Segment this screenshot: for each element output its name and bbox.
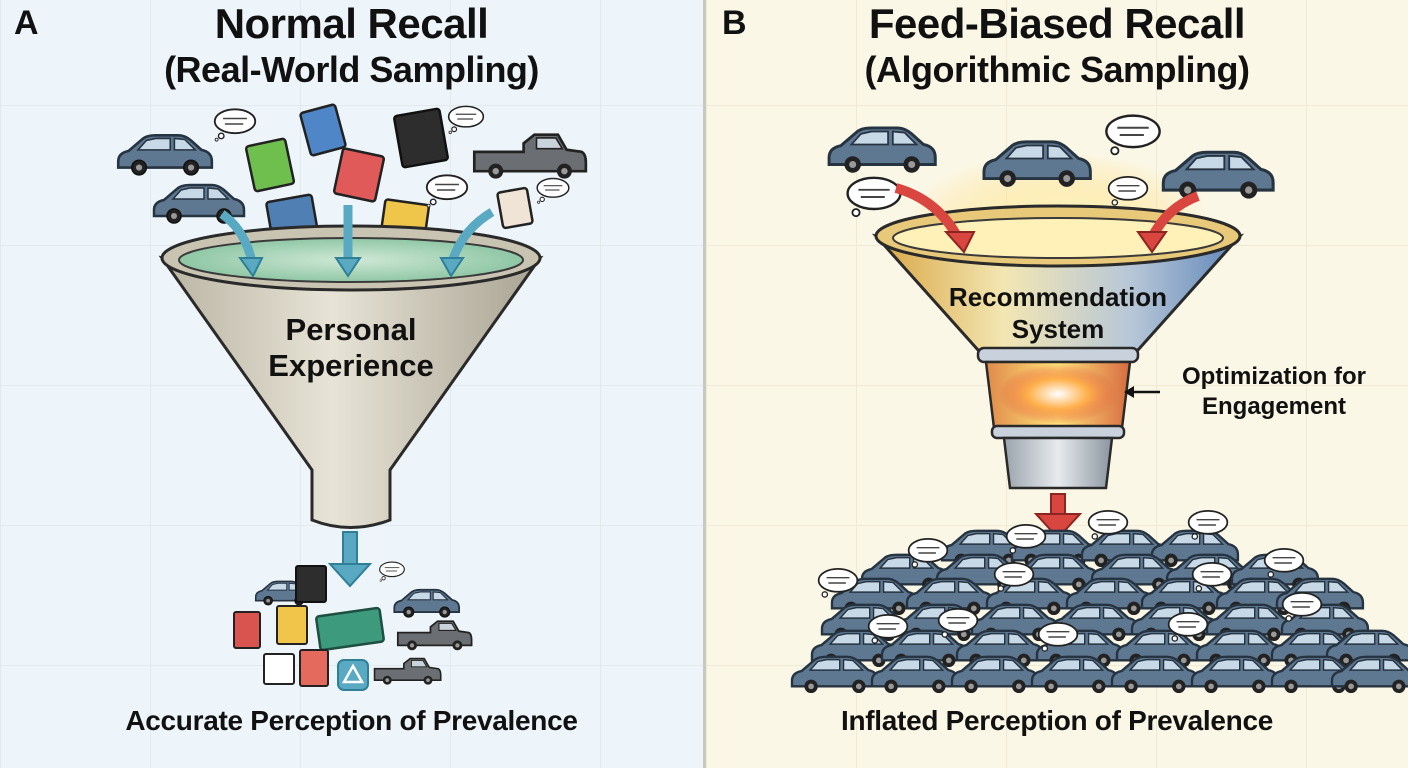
book-icon bbox=[496, 186, 534, 230]
panel-normal-recall: Personal Experience A Normal Recall (Rea… bbox=[0, 0, 703, 768]
book-icon bbox=[263, 653, 295, 685]
book-icon bbox=[332, 147, 386, 203]
panel-divider bbox=[703, 0, 706, 768]
speech-bubble-icon bbox=[213, 108, 257, 142]
recycle-icon bbox=[337, 659, 369, 691]
speech-bubble-icon bbox=[425, 174, 469, 208]
car-icon bbox=[1161, 150, 1275, 200]
car-icon bbox=[827, 126, 937, 174]
book-icon bbox=[295, 565, 327, 603]
speech-bubble-icon bbox=[379, 561, 405, 582]
speech-bubble-icon bbox=[447, 105, 485, 134]
panel-caption: Accurate Perception of Prevalence bbox=[125, 705, 578, 736]
panel-title: Feed-Biased Recall bbox=[868, 0, 1246, 47]
pickup-truck-icon bbox=[396, 620, 473, 652]
pickup-truck-icon bbox=[373, 657, 442, 686]
book-icon bbox=[299, 103, 347, 157]
car-icon bbox=[393, 588, 461, 618]
book-icon bbox=[233, 611, 261, 649]
input-arrows bbox=[219, 205, 495, 264]
funnel-label-line2: System bbox=[1012, 314, 1105, 344]
panel-feed-biased-recall: Recommendation System Optimization for E… bbox=[706, 0, 1408, 768]
input-arrows bbox=[894, 183, 1200, 254]
book-icon bbox=[244, 137, 296, 193]
speech-bubble-icon bbox=[1105, 114, 1161, 156]
book-icon bbox=[299, 649, 329, 687]
panel-b-illustration: Recommendation System Optimization for E… bbox=[790, 114, 1408, 694]
book-icon bbox=[393, 107, 449, 169]
annotation-line1: Optimization for bbox=[1182, 363, 1366, 390]
funnel-label-line1: Recommendation bbox=[949, 282, 1167, 312]
car-pile bbox=[790, 510, 1408, 694]
panel-a-illustration: Personal Experience bbox=[116, 103, 588, 691]
annotation-arrow bbox=[1124, 386, 1160, 398]
panel-letter: B bbox=[722, 4, 747, 42]
panel-letter: A bbox=[14, 4, 39, 42]
panel-subtitle: (Algorithmic Sampling) bbox=[864, 49, 1251, 90]
funnel-label-line2: Experience bbox=[268, 348, 433, 383]
panel-title: Normal Recall bbox=[214, 0, 489, 47]
book-icon bbox=[276, 605, 308, 645]
pickup-truck-icon bbox=[472, 133, 588, 180]
output-arrow bbox=[1033, 493, 1083, 540]
funnel-recommendation-system bbox=[871, 204, 1245, 490]
arrow-head-icon bbox=[238, 257, 465, 278]
car-icon bbox=[790, 655, 880, 694]
speech-bubble-icon bbox=[846, 176, 902, 218]
annotation-line2: Engagement bbox=[1202, 393, 1346, 420]
speech-bubble-icon bbox=[536, 177, 570, 204]
funnel-label-line1: Personal bbox=[286, 312, 417, 347]
panel-caption: Inflated Perception of Prevalence bbox=[840, 705, 1274, 736]
panel-subtitle: (Real-World Sampling) bbox=[164, 49, 539, 90]
car-icon bbox=[116, 134, 214, 176]
book-icon bbox=[315, 606, 385, 652]
output-arrow bbox=[327, 531, 373, 588]
